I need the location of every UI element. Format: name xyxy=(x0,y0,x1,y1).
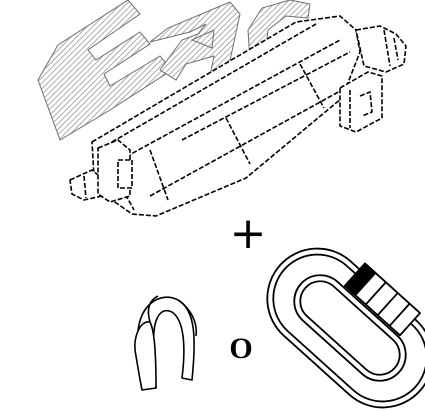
thimble-icon xyxy=(134,295,198,391)
plus-symbol: + xyxy=(229,208,267,259)
turnbuckle-adjuster-icon xyxy=(69,15,407,217)
alternative-label: O xyxy=(229,332,253,365)
quick-link-icon xyxy=(266,247,425,409)
